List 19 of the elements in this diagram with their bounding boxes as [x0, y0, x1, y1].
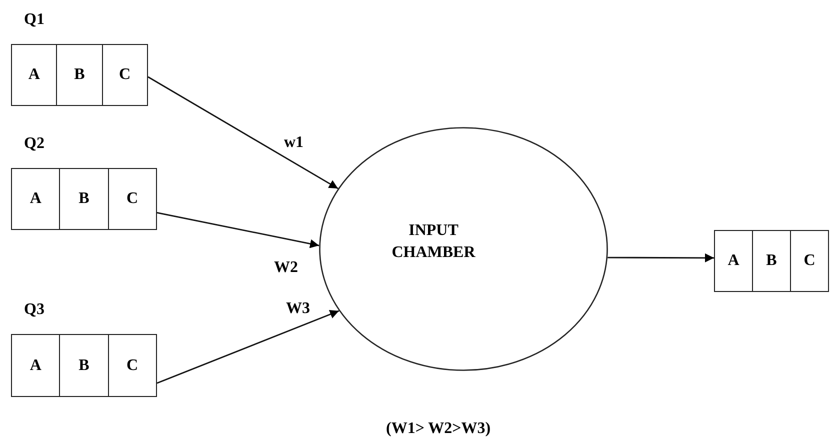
queue-cell: B — [59, 335, 108, 396]
queue-cell: C — [108, 335, 156, 396]
queue-cell: A — [12, 45, 56, 105]
queue-cell: B — [752, 231, 790, 291]
queue-title: Q2 — [24, 135, 44, 153]
queue-cell: A — [12, 335, 60, 396]
queue-title: Q1 — [24, 11, 44, 29]
queue-cell: B — [56, 45, 102, 105]
queue-cell: C — [102, 45, 147, 105]
chamber-ellipse — [319, 127, 608, 371]
queue-title: Q3 — [24, 301, 44, 319]
queue-cell: C — [790, 231, 828, 291]
queue-cell: A — [715, 231, 752, 291]
queue-cell: C — [108, 169, 156, 229]
chamber-label: INPUT CHAMBER — [390, 221, 476, 263]
note-text: (W1> W2>W3) — [385, 420, 492, 438]
queue-cell: B — [59, 169, 108, 229]
queue-cell: A — [12, 169, 60, 229]
queue-box — [714, 230, 829, 292]
